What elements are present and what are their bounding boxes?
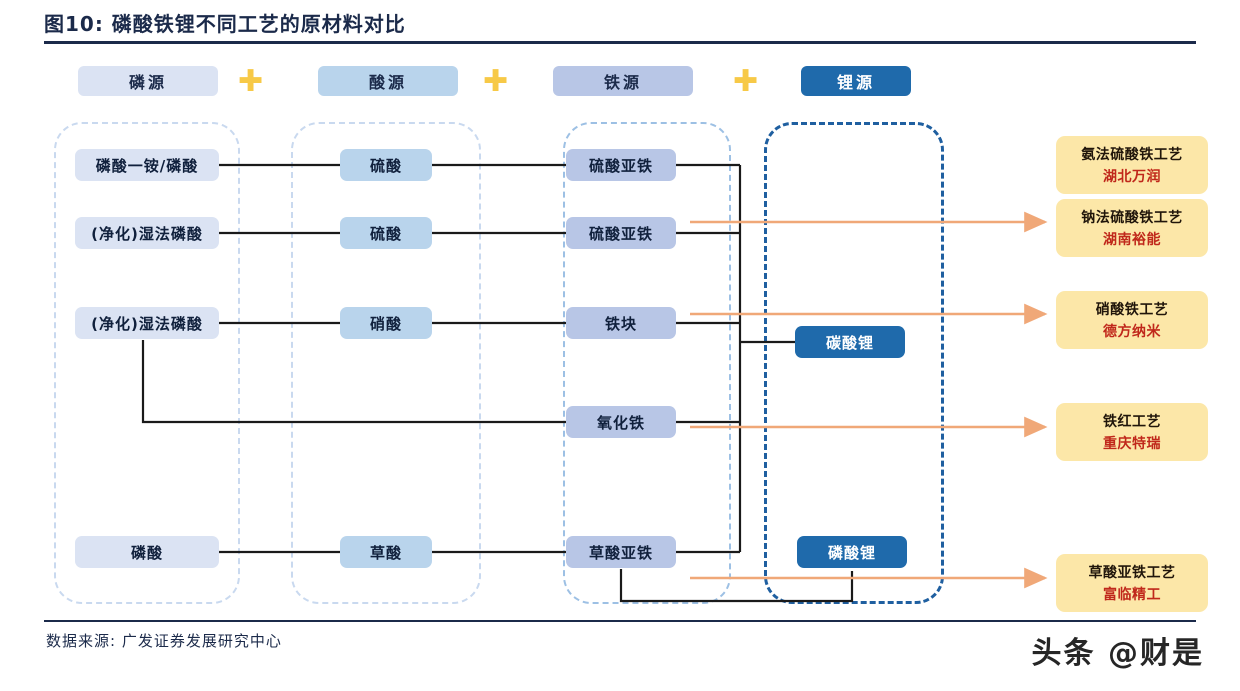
result-company: 富临精工 — [1103, 587, 1161, 603]
node-label: 氧化铁 — [596, 413, 645, 432]
plus-icon-1: ✚ — [238, 64, 264, 99]
node-iron-4[interactable]: 氧化铁 — [566, 406, 676, 438]
node-lithium-carbonate[interactable]: 碳酸锂 — [795, 326, 905, 358]
result-company: 德方纳米 — [1103, 324, 1161, 340]
group-container-lithium — [764, 122, 944, 604]
category-label: 锂源 — [836, 73, 875, 92]
category-chip-phosphorus[interactable]: 磷源 — [78, 66, 218, 96]
node-iron-2[interactable]: 硫酸亚铁 — [566, 217, 676, 249]
node-acid-4[interactable]: 草酸 — [340, 536, 432, 568]
node-lithium-phosphate[interactable]: 磷酸锂 — [797, 536, 907, 568]
result-process: 硝酸铁工艺 — [1095, 302, 1169, 318]
node-acid-3[interactable]: 硝酸 — [340, 307, 432, 339]
node-iron-1[interactable]: 硫酸亚铁 — [566, 149, 676, 181]
group-container-acid — [291, 122, 481, 604]
footer-divider — [44, 620, 1196, 622]
plus-icon-2: ✚ — [483, 64, 509, 99]
node-label: (净化)湿法磷酸 — [91, 224, 203, 243]
plus-icon-3: ✚ — [733, 64, 759, 99]
node-label: 草酸亚铁 — [588, 543, 653, 562]
title-divider — [44, 41, 1196, 44]
node-acid-1[interactable]: 硫酸 — [340, 149, 432, 181]
category-chip-acid[interactable]: 酸源 — [318, 66, 458, 96]
group-container-phosphorus — [54, 122, 240, 604]
node-label: 硫酸 — [369, 224, 402, 243]
node-label: 铁块 — [604, 314, 637, 333]
node-label: 磷酸一铵/磷酸 — [95, 156, 199, 175]
category-label: 磷源 — [128, 73, 167, 92]
result-box-1[interactable]: 氨法硫酸铁工艺 湖北万润 — [1056, 136, 1208, 194]
result-company: 湖北万润 — [1103, 169, 1161, 185]
node-label: 碳酸锂 — [825, 333, 874, 352]
node-phosphorus-3[interactable]: (净化)湿法磷酸 — [75, 307, 219, 339]
node-iron-5[interactable]: 草酸亚铁 — [566, 536, 676, 568]
result-box-5[interactable]: 草酸亚铁工艺 富临精工 — [1056, 554, 1208, 612]
group-container-iron — [563, 122, 731, 604]
node-label: 草酸 — [369, 543, 402, 562]
figure-header: 图10: 磷酸铁锂不同工艺的原材料对比 — [44, 8, 1194, 42]
result-box-4[interactable]: 铁红工艺 重庆特瑞 — [1056, 403, 1208, 461]
page-title: 图10: 磷酸铁锂不同工艺的原材料对比 — [44, 12, 406, 36]
node-acid-2[interactable]: 硫酸 — [340, 217, 432, 249]
data-source-text: 数据来源: 广发证券发展研究中心 — [46, 632, 282, 650]
category-label: 酸源 — [368, 73, 407, 92]
node-label: 磷酸 — [130, 543, 163, 562]
node-phosphorus-4[interactable]: 磷酸 — [75, 536, 219, 568]
result-company: 重庆特瑞 — [1103, 436, 1161, 452]
watermark-text: 头条 @财是 — [1031, 636, 1204, 671]
node-label: 硫酸 — [369, 156, 402, 175]
result-process: 氨法硫酸铁工艺 — [1081, 147, 1183, 163]
node-label: 硫酸亚铁 — [588, 224, 653, 243]
node-label: 硝酸 — [369, 314, 402, 333]
node-phosphorus-2[interactable]: (净化)湿法磷酸 — [75, 217, 219, 249]
result-process: 铁红工艺 — [1103, 414, 1161, 430]
result-box-2[interactable]: 钠法硫酸铁工艺 湖南裕能 — [1056, 199, 1208, 257]
node-phosphorus-1[interactable]: 磷酸一铵/磷酸 — [75, 149, 219, 181]
result-process: 草酸亚铁工艺 — [1088, 565, 1176, 581]
result-company: 湖南裕能 — [1103, 232, 1161, 248]
category-chip-lithium[interactable]: 锂源 — [801, 66, 911, 96]
result-box-3[interactable]: 硝酸铁工艺 德方纳米 — [1056, 291, 1208, 349]
node-label: (净化)湿法磷酸 — [91, 314, 203, 333]
category-label: 铁源 — [603, 73, 642, 92]
result-process: 钠法硫酸铁工艺 — [1081, 210, 1183, 226]
node-iron-3[interactable]: 铁块 — [566, 307, 676, 339]
node-label: 硫酸亚铁 — [588, 156, 653, 175]
category-chip-iron[interactable]: 铁源 — [553, 66, 693, 96]
node-label: 磷酸锂 — [827, 543, 876, 562]
